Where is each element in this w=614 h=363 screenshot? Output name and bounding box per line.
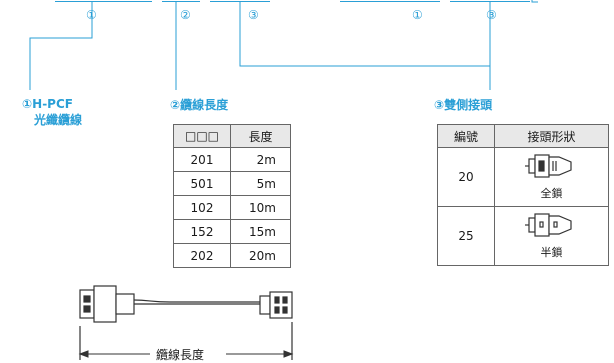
- connector-table: 編號 接頭形狀 20 全鎖: [437, 124, 609, 266]
- length-value-cell: 10m: [230, 195, 291, 220]
- connector-number-cell: 25: [437, 206, 495, 266]
- table-row: 102 10m: [173, 195, 291, 220]
- length-value-cell: 5m: [230, 171, 291, 196]
- marker-1: ①: [86, 8, 97, 22]
- table-row: 152 15m: [173, 219, 291, 244]
- shape-column-header: 接頭形狀: [494, 124, 609, 148]
- length-value-cell: 20m: [230, 243, 291, 268]
- marker-3-right: ③: [486, 8, 497, 22]
- cable-length-title: ②纜線長度: [170, 98, 229, 112]
- length-value-cell: 2m: [230, 147, 291, 172]
- table-header-row: 編號 接頭形狀: [437, 124, 609, 148]
- connector-title: ③雙側接頭: [434, 98, 493, 112]
- half-lock-label: 半鎖: [540, 246, 563, 259]
- full-lock-connector-icon: [524, 154, 572, 178]
- length-code-cell: 201: [173, 147, 231, 172]
- length-column-header: 長度: [230, 124, 291, 148]
- connector-shape-cell: 全鎖: [494, 147, 609, 207]
- length-value-cell: 15m: [230, 219, 291, 244]
- length-code-cell: 501: [173, 171, 231, 196]
- marker-3: ③: [248, 8, 259, 22]
- fiber-type-subtitle: 光纖纜線: [34, 113, 83, 127]
- length-code-cell: 202: [173, 243, 231, 268]
- marker-1-right: ①: [412, 8, 423, 22]
- table-row: 20 全鎖: [437, 147, 609, 207]
- cable-length-dimension-label: 纜線長度: [156, 348, 205, 362]
- number-column-header: 編號: [437, 124, 495, 148]
- table-header-row: □□□ 長度: [173, 124, 291, 148]
- table-row: 25 半鎖: [437, 206, 609, 266]
- fiber-type-title: ①H-PCF: [22, 97, 73, 111]
- cable-length-table: □□□ 長度 201 2m 501 5m 102 10m 152 15m 202…: [173, 124, 291, 268]
- half-lock-connector-icon: [524, 213, 572, 237]
- cable-diagram: [78, 285, 294, 360]
- length-code-cell: 102: [173, 195, 231, 220]
- code-column-header: □□□: [173, 124, 231, 148]
- table-row: 201 2m: [173, 147, 291, 172]
- marker-2: ②: [180, 8, 191, 22]
- connector-number-cell: 20: [437, 147, 495, 207]
- full-lock-label: 全鎖: [540, 187, 563, 200]
- connector-shape-cell: 半鎖: [494, 206, 609, 266]
- table-row: 501 5m: [173, 171, 291, 196]
- table-row: 202 20m: [173, 243, 291, 268]
- fiber-type-section: ①H-PCF 光纖纜線: [22, 96, 82, 128]
- length-code-cell: 152: [173, 219, 231, 244]
